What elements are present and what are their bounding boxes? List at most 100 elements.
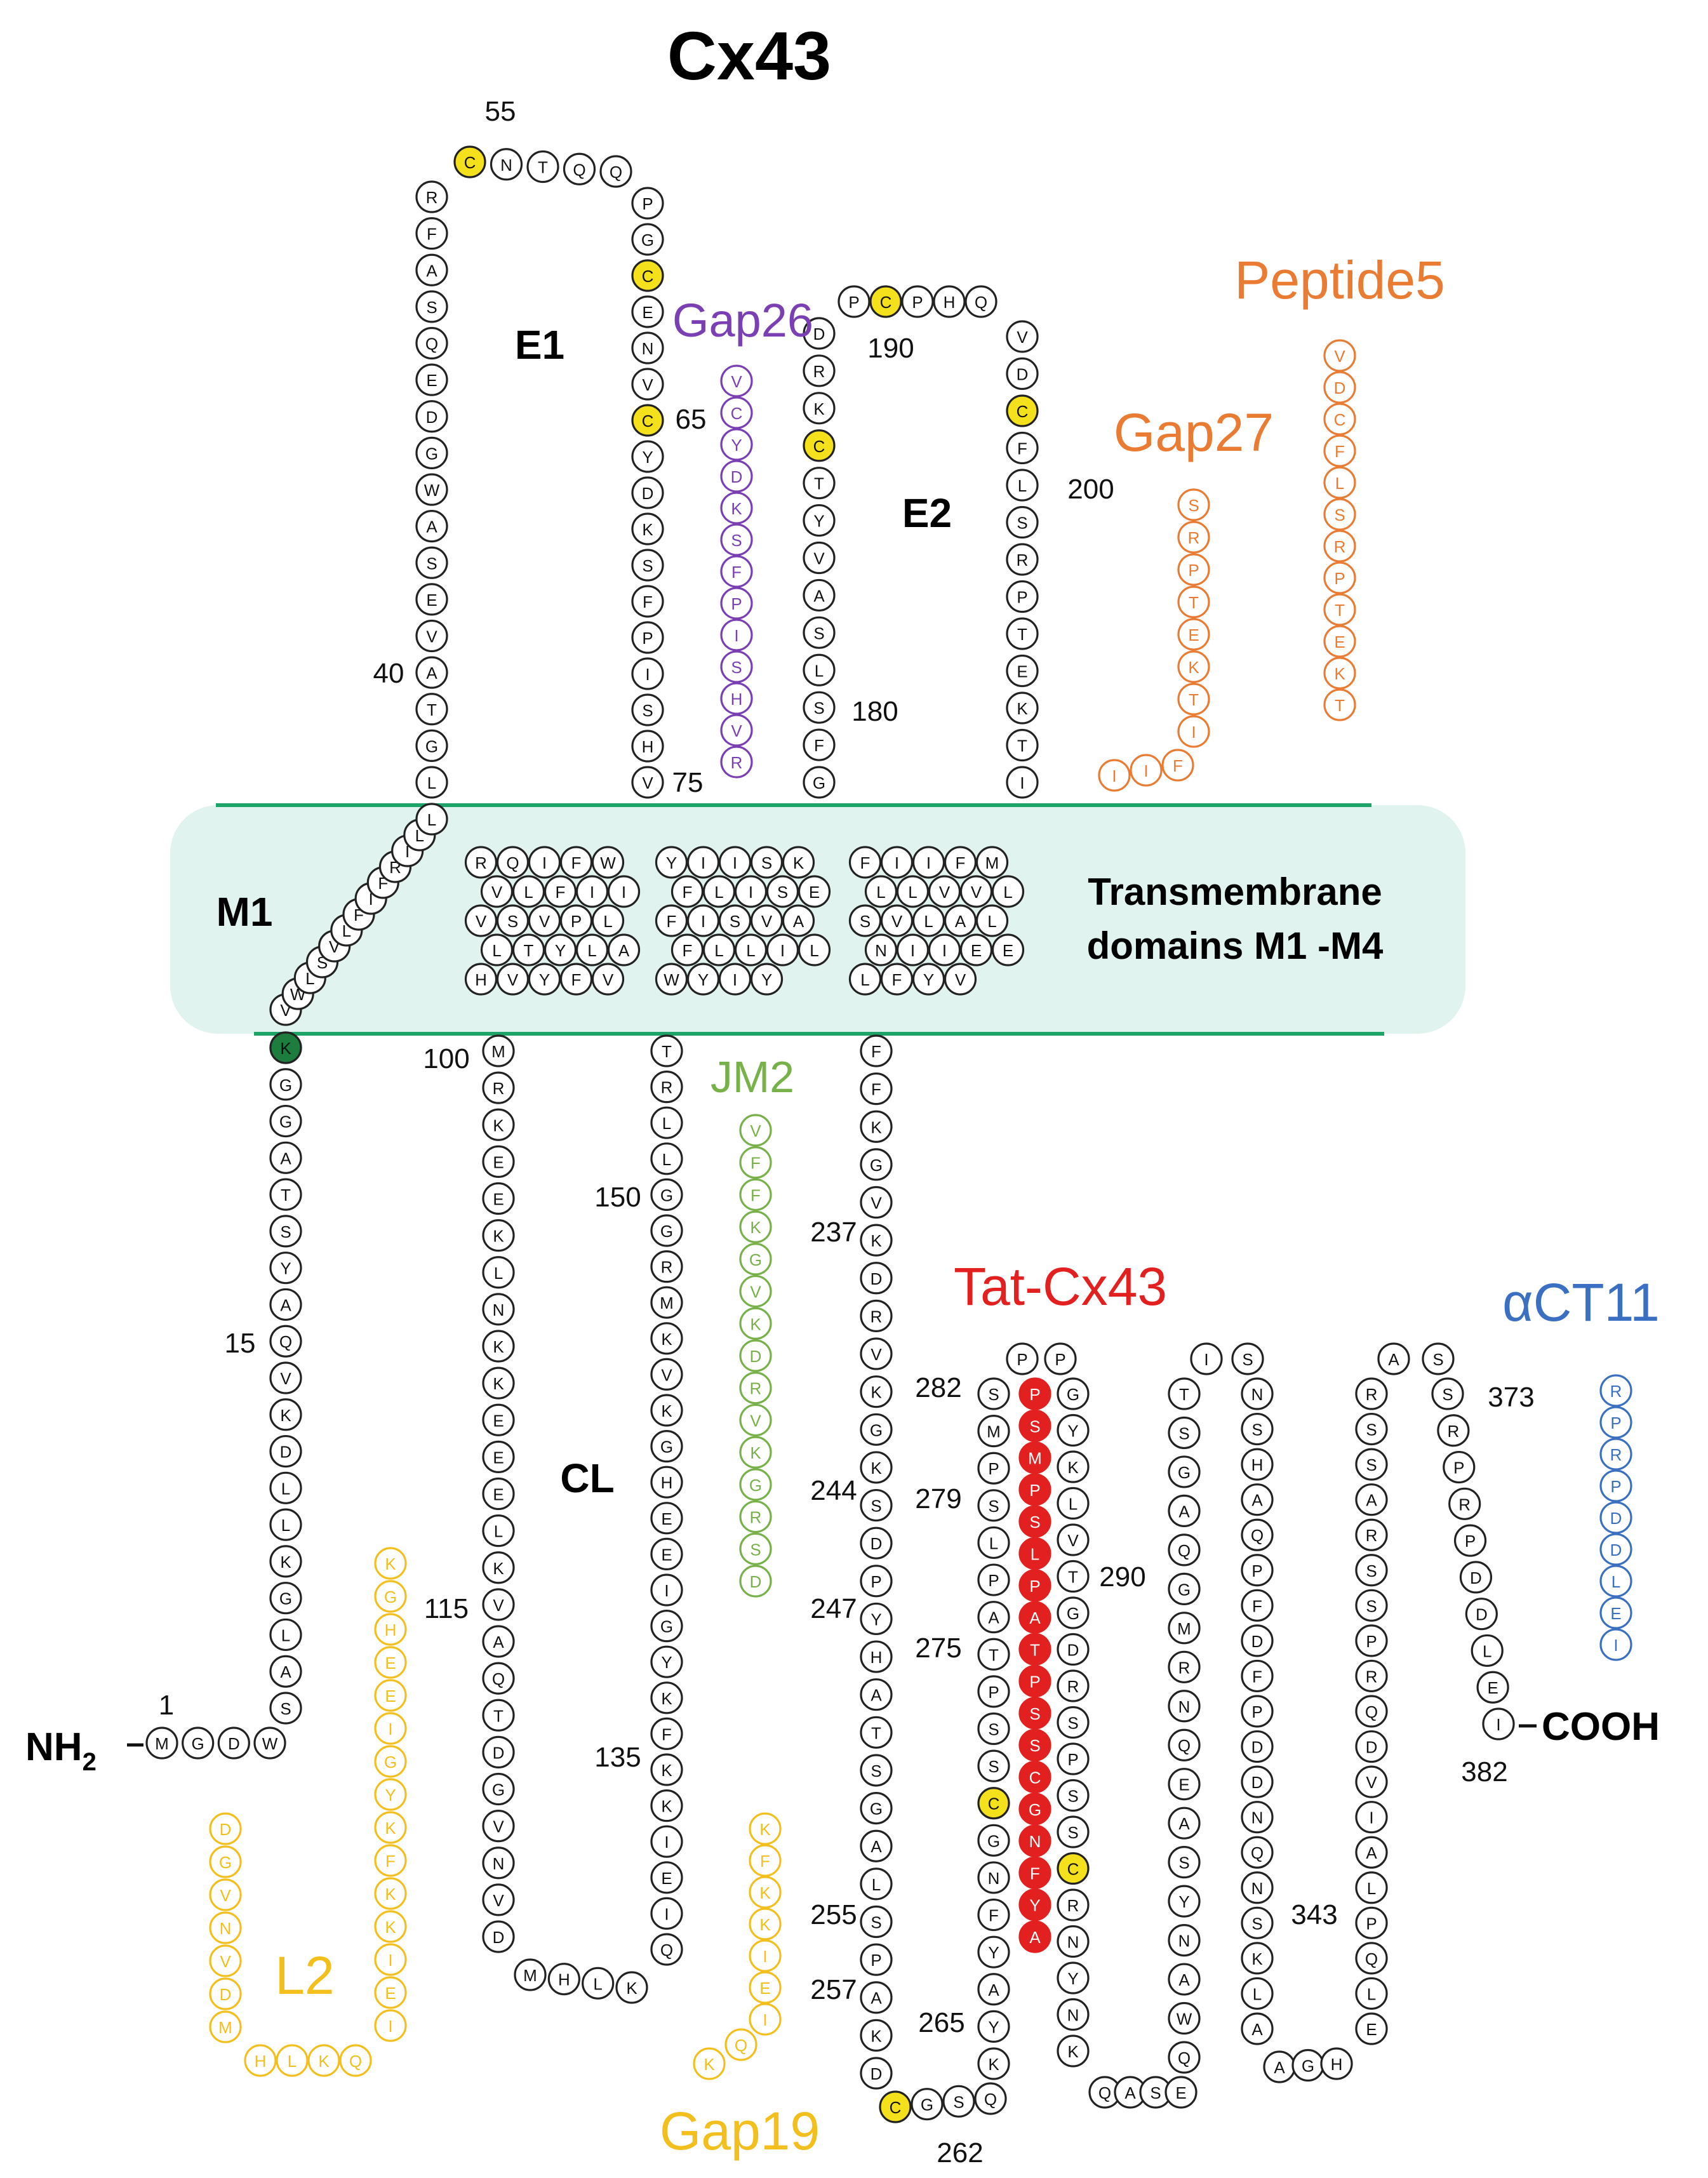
cl-up-residue: E [650, 1537, 683, 1570]
jm2-residue-circle [739, 1500, 772, 1533]
ct-up3-residue-letter: Q [1365, 1949, 1378, 1968]
gap26-residue: R [720, 745, 753, 778]
cl-up-residue: G [650, 1214, 683, 1247]
e1-up-residue-circle [415, 436, 448, 469]
jm2-residue-letter: D [750, 1572, 762, 1591]
e1-down-residue-letter: P [642, 194, 653, 213]
ct-bottom2-residue: Q [1088, 2076, 1121, 2109]
ct-down3-residue-letter: K [1251, 1949, 1263, 1968]
position-label-237: 237 [810, 1217, 857, 1248]
ct-up2-residue-letter: A [1178, 1814, 1190, 1833]
tat-residue: L [1018, 1537, 1051, 1570]
m3-residue: F [671, 875, 704, 908]
e1-down-residue-circle [631, 657, 664, 690]
jm2-residue-letter: V [750, 1121, 761, 1140]
ct-down2-residue: P [1057, 1742, 1090, 1775]
e1-down-residue-circle [631, 693, 664, 726]
gap27-residue-letter: I [1191, 723, 1196, 742]
ct-down-residue-letter: G [870, 1156, 883, 1175]
ct-down-residue: A [860, 1981, 893, 2014]
gap27-residue-circle [1177, 488, 1210, 521]
domain-label-m1: M1 [217, 889, 273, 935]
cl-up-residue-circle [650, 1142, 683, 1175]
ct-up2-residue-letter: Q [1178, 2048, 1191, 2068]
ct-bottom2-residue-letter: A [1124, 2083, 1136, 2102]
ct-bottom1-residue-circle [942, 2085, 975, 2118]
lys-highlight-letter: K [280, 1039, 291, 1058]
cl-up-residue: K [650, 1681, 683, 1714]
e1-up-residue-circle [415, 253, 448, 286]
ct-down2-residue-circle [1057, 1706, 1090, 1739]
ct-bottom1-residue-letter: S [953, 2092, 964, 2111]
ct-down2-residue: G [1057, 1377, 1090, 1410]
cl-up-residue-letter: T [662, 1042, 672, 1061]
m3-residue-letter: W [664, 970, 679, 989]
e2-down-residue-letter: F [1017, 439, 1027, 458]
m4-residue: S [848, 904, 882, 937]
cyto-n-residue: L [269, 1471, 302, 1504]
l2-residue: H [374, 1613, 407, 1646]
e2-down-residue-circle [1006, 431, 1039, 465]
cl-up-residue-circle [650, 1358, 683, 1391]
cl-up-residue-letter: I [664, 1833, 669, 1852]
m1-residue-circle [415, 803, 448, 836]
l2-residue-letter: V [220, 1886, 231, 1905]
e1-down-residue: S [631, 693, 664, 726]
cl-bottom-residue-letter: H [558, 1970, 570, 1989]
tat-residue-circle [1018, 1920, 1051, 1953]
ct-top2-residue-circle [1190, 1342, 1223, 1375]
m3-residue-letter: A [793, 912, 804, 931]
e1-down-residue-letter: D [642, 484, 654, 503]
ct-down4-residue-letter: L [1483, 1641, 1491, 1660]
gap27-residue-circle [1098, 759, 1131, 792]
cyto-n-residue-letter: Y [280, 1259, 291, 1278]
e2-up-residue: G [803, 766, 836, 799]
e2-top-residue: H [933, 285, 966, 318]
ct-down2-residue: C [1057, 1852, 1090, 1885]
m2-residue: F [544, 875, 577, 908]
jm2-residue: F [739, 1178, 772, 1212]
gap19-residue: K [693, 2047, 726, 2080]
ct-down4-residue: P [1453, 1524, 1487, 1557]
e2-down-residue-circle [1006, 505, 1039, 539]
cl-down-residue-circle [482, 1588, 515, 1621]
ct-down-residue-letter: P [871, 1572, 881, 1591]
ct-down2-residue: Y [1057, 1961, 1090, 1994]
m2-residue-circle [544, 875, 577, 908]
gap27-residue: E [1177, 618, 1210, 651]
ct-down4-residue-circle [1453, 1524, 1487, 1557]
ct-top1-residue-circle [1044, 1342, 1077, 1375]
tat-residue-letter: L [1031, 1544, 1039, 1563]
e2-down-residue: K [1006, 691, 1039, 725]
jm2-residue-letter: K [750, 1443, 761, 1462]
e2-top-residue: P [901, 285, 934, 318]
tat-residue: P [1018, 1569, 1051, 1602]
ct-down4-residue-letter: P [1453, 1459, 1464, 1478]
ct-down-residue-letter: T [871, 1723, 881, 1742]
jm2-residue-letter: K [750, 1314, 761, 1333]
cl-up-residue-circle [650, 1394, 683, 1427]
e2-down-residue: C [1006, 394, 1039, 427]
cl-up-residue-circle [650, 1214, 683, 1247]
m3-residue: L [702, 933, 736, 966]
m4-residue-letter: F [860, 853, 871, 872]
cl-down-residue-circle [482, 1293, 515, 1326]
l2-residue-letter: Y [385, 1786, 396, 1805]
ct-down2-residue-letter: K [1067, 1458, 1079, 1477]
e2-top-residue-circle [837, 285, 871, 318]
m3-residue-circle [686, 846, 720, 879]
ct-up2-residue: S [1168, 1416, 1201, 1450]
gap26-residue: S [720, 650, 753, 683]
e1-up-residue-circle [415, 656, 448, 689]
ct-up1-residue-circle [977, 1489, 1010, 1522]
tat-residue-letter: F [1030, 1864, 1040, 1883]
gap27-residue-circle [1177, 683, 1210, 716]
ct-down-residue-circle [860, 1678, 893, 1711]
m4-residue-letter: N [875, 941, 887, 960]
ct-up1-residue-letter: T [989, 1645, 999, 1664]
cyto-n-residue: D [269, 1434, 302, 1468]
gap19-residue-letter: E [759, 1979, 770, 1998]
cyto-n-residue-circle [269, 1582, 302, 1615]
ct-down4-residue-circle [1437, 1414, 1470, 1447]
ct-down3-residue: Q [1241, 1836, 1274, 1869]
